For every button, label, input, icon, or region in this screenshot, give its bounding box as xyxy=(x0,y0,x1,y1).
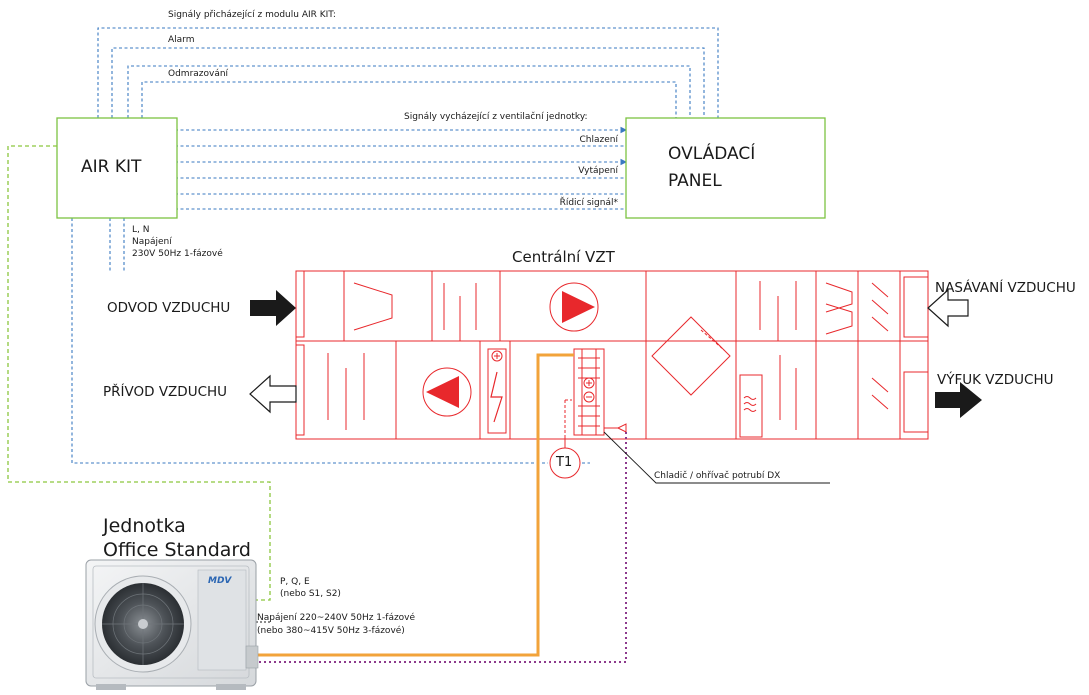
outdoor-comm-alt: (nebo S1, S2) xyxy=(280,589,341,599)
outdoor-power-1ph: Napájení 220~240V 50Hz 1-fázové xyxy=(257,613,416,623)
fan-impellers xyxy=(426,291,595,408)
exhaust-air-right-label: VÝFUK VZDUCHU xyxy=(937,372,1054,388)
coil-callout-line xyxy=(603,431,830,484)
exhaust-air-left-label: ODVOD VZDUCHU xyxy=(107,300,231,316)
air-kit-power-spec: 230V 50Hz 1-fázové xyxy=(132,249,223,259)
outdoor-unit-name-line1: Jednotka xyxy=(103,515,186,537)
cooling-signal-label: Chlazení xyxy=(579,135,618,145)
supply-air-left-label: PŘÍVOD VZDUCHU xyxy=(103,384,228,400)
heating-signal-label: Vytápení xyxy=(578,166,618,176)
ahu-unit xyxy=(295,270,929,479)
defrost-signal-label: Odmrazování xyxy=(168,69,229,79)
control-panel-box xyxy=(625,117,826,219)
air-kit-power-label: Napájení xyxy=(132,237,172,247)
control-panel-label-line1: OVLÁDACÍ xyxy=(668,144,756,164)
air-kit-box xyxy=(56,117,178,219)
alarm-signal-label: Alarm xyxy=(168,35,195,45)
air-kit-power-terminals: L, N xyxy=(132,225,150,235)
air-kit-label: AIR KIT xyxy=(81,157,142,177)
outgoing-signals-heading: Signály vycházející z ventilační jednotk… xyxy=(404,112,588,122)
outdoor-unit xyxy=(85,559,259,690)
ahu-title: Centrální VZT xyxy=(512,248,615,266)
drain-pipe xyxy=(256,432,627,663)
t1-sensor-label: T1 xyxy=(556,455,573,470)
intake-air-right-label: NASÁVANÍ VZDUCHU xyxy=(935,280,1076,296)
refrigerant-pipe xyxy=(256,353,574,657)
control-signal-label: Řídicí signál* xyxy=(559,198,618,208)
outdoor-comm-terminals: P, Q, E xyxy=(280,577,310,587)
mdv-logo: MDV xyxy=(208,576,232,586)
dx-coil-note: Chladič / ohřívač potrubí DX xyxy=(654,471,781,481)
control-panel-label-line2: PANEL xyxy=(668,171,722,191)
airflow-arrows xyxy=(249,288,982,418)
incoming-signals-heading: Signály přicházející z modulu AIR KIT: xyxy=(168,10,336,20)
signal-wires xyxy=(71,27,719,464)
outdoor-power-3ph: (nebo 380~415V 50Hz 3-fázové) xyxy=(257,626,405,636)
outdoor-unit-name-line2: Office Standard xyxy=(103,539,251,561)
